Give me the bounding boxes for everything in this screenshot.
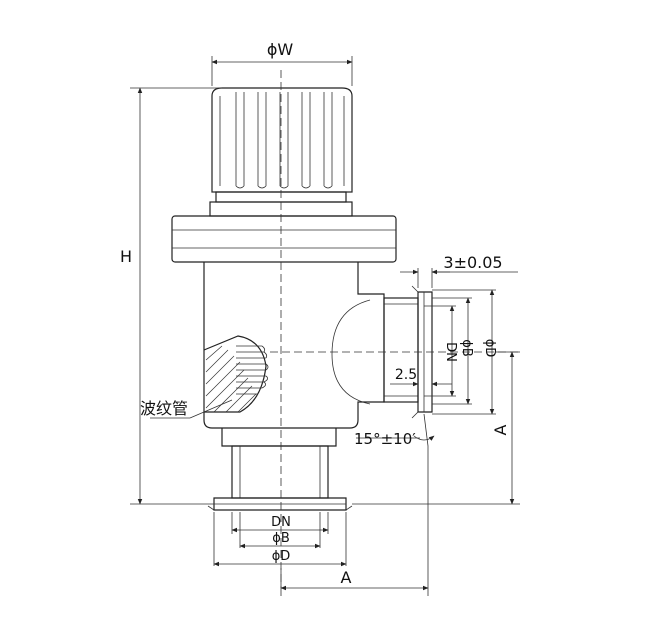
label-h: H <box>120 247 132 266</box>
bellows-hatching <box>205 345 257 413</box>
label-phi-b-side: ϕB <box>459 339 474 357</box>
bellows-convolutions <box>236 345 269 395</box>
dim-3-tol: 3±0.05 <box>400 253 518 288</box>
bonnet-flange <box>171 215 397 263</box>
dim-a-bottom: A <box>280 446 429 596</box>
label-phi-d-side: ϕD <box>482 339 497 358</box>
label-3-tol: 3±0.05 <box>443 253 502 272</box>
bellows-cutaway <box>203 335 269 413</box>
label-dn-bottom: DN <box>271 515 291 530</box>
label-angle: 15°±10′ <box>354 430 416 448</box>
label-2-5: 2.5 <box>395 367 417 383</box>
dim-phi-w: ϕW <box>211 40 353 86</box>
dim-bottom-diameters: DN ϕB ϕD <box>213 512 347 567</box>
label-a-bottom: A <box>341 568 352 587</box>
knurl-ribs <box>219 92 345 189</box>
bellows-callout: 波纹管 <box>140 399 233 419</box>
dim-a-right: A <box>352 351 520 505</box>
dim-side-diameters: DN ϕB ϕD <box>424 289 497 415</box>
label-dn-side: DN <box>443 342 458 362</box>
label-phi-b-bottom: ϕB <box>272 531 290 546</box>
label-phi-d-bottom: ϕD <box>272 549 291 564</box>
valve-body <box>203 262 433 429</box>
dim-angle: 15°±10′ <box>354 413 435 448</box>
bottom-port <box>207 428 353 511</box>
dim-h: H <box>120 87 222 505</box>
label-phi-w: ϕW <box>267 40 294 59</box>
label-a-right: A <box>491 424 510 435</box>
label-bellows: 波纹管 <box>140 399 188 418</box>
center-lines <box>270 70 520 588</box>
dim-2-5: 2.5 <box>390 367 452 387</box>
